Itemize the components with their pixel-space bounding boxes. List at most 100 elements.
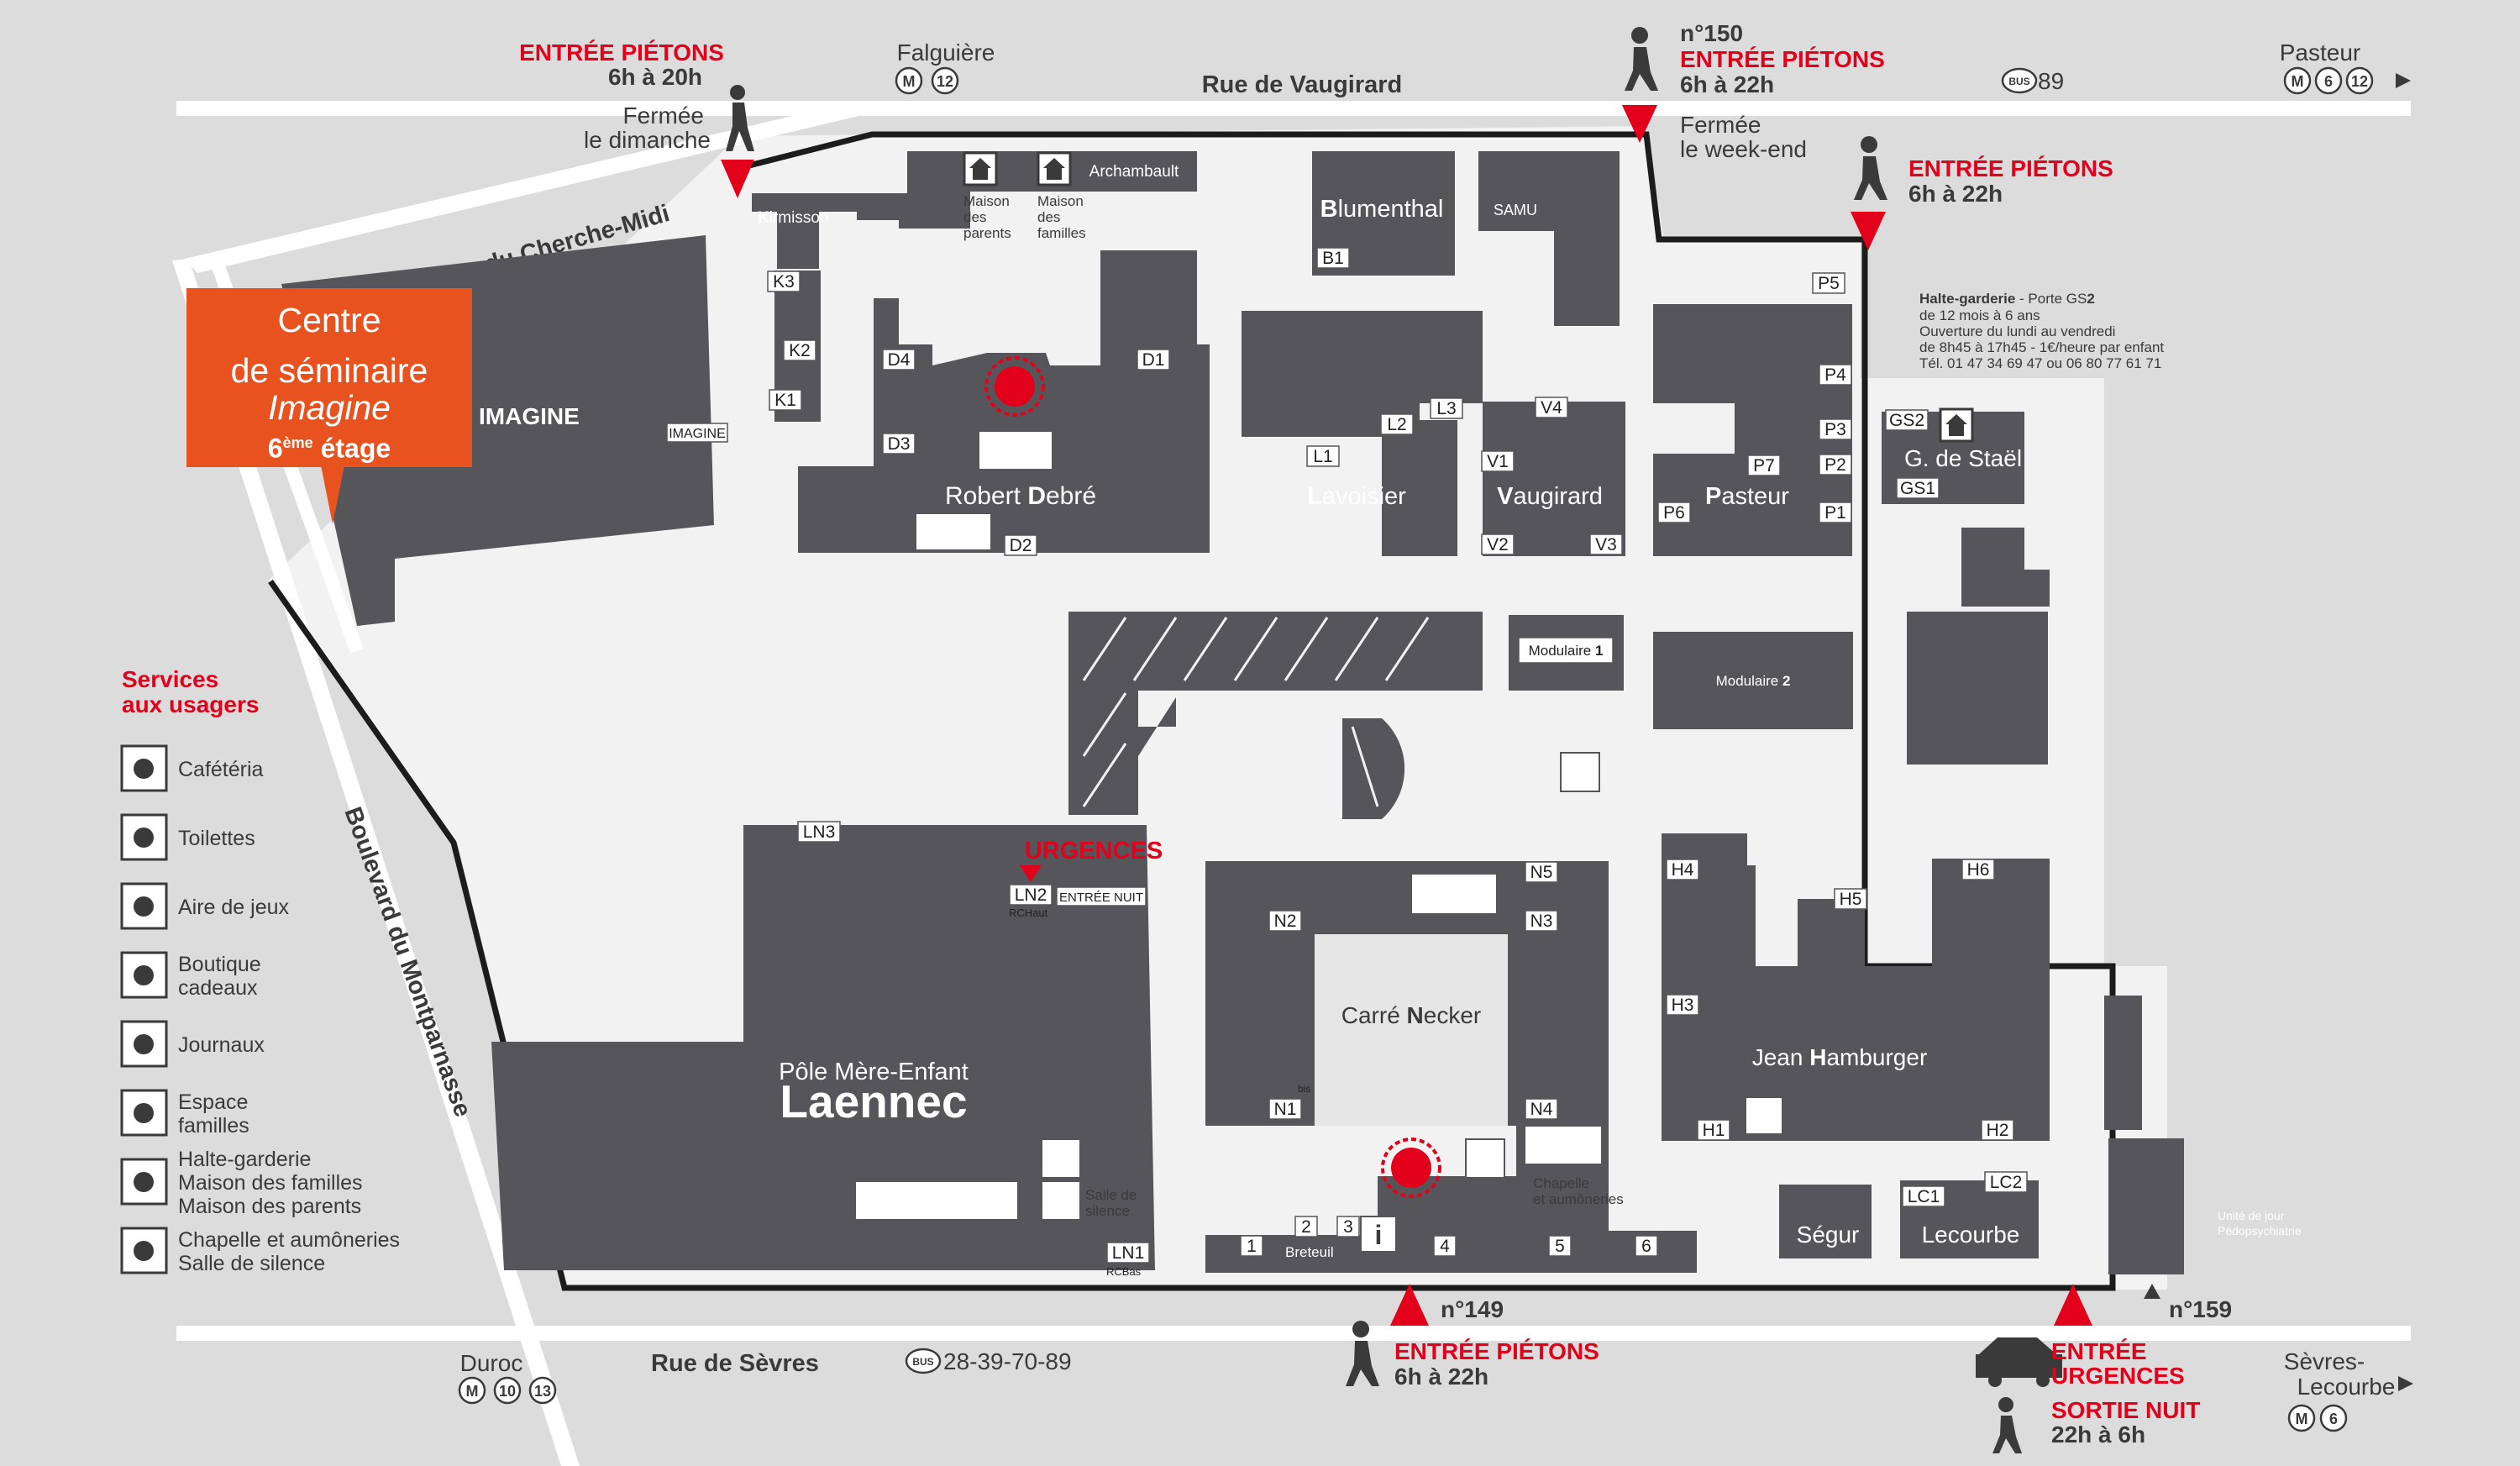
newspaper-icon-glyph bbox=[134, 1034, 154, 1054]
legend-item-label: cadeaux bbox=[178, 976, 258, 1000]
door-label-l2: L2 bbox=[1380, 413, 1414, 435]
svg-text:6: 6 bbox=[1641, 1237, 1651, 1256]
door-label-ln1: LN1 bbox=[1106, 1242, 1150, 1264]
door-label-p2: P2 bbox=[1819, 454, 1852, 476]
se-entrance-title1: ENTRÉE bbox=[2051, 1338, 2147, 1364]
n150-entrance-note2: le week-end bbox=[1680, 136, 1807, 162]
svg-text:H4: H4 bbox=[1672, 860, 1694, 880]
building-segur[interactable] bbox=[1779, 1185, 1872, 1258]
s149-entrance-arrow[interactable] bbox=[1390, 1284, 1429, 1326]
n150-entrance-note1: Fermée bbox=[1680, 112, 1761, 138]
door-label-h6: H6 bbox=[1961, 859, 1995, 880]
callout-floor-end: étage bbox=[312, 433, 391, 464]
door-label-p3: P3 bbox=[1819, 418, 1852, 440]
street-sevres[interactable] bbox=[176, 1326, 2411, 1341]
building-east-block[interactable] bbox=[1907, 612, 2048, 765]
bus-stop-sevres[interactable]: BUS 28-39-70-89 bbox=[905, 1348, 1072, 1374]
imagine-tag-label bbox=[666, 423, 728, 443]
callout-line2: de séminaire bbox=[230, 351, 428, 390]
building-southeast-thin[interactable] bbox=[2104, 996, 2142, 1130]
building-pasteur[interactable] bbox=[1653, 304, 1852, 556]
carre-necker-courtyard[interactable] bbox=[1315, 934, 1508, 1126]
transit-sevres-lecourbe[interactable]: Sèvres- Lecourbe M 6 bbox=[2284, 1348, 2413, 1432]
gift-shop-icon bbox=[120, 951, 168, 999]
legend-item-label: Aire de jeux bbox=[178, 896, 290, 919]
door-label-1: 1 bbox=[1240, 1235, 1263, 1257]
building-jean-hamburger[interactable] bbox=[1662, 833, 2050, 1141]
building-central-block[interactable] bbox=[1068, 612, 1483, 815]
svg-text:LN3: LN3 bbox=[803, 822, 836, 842]
seminar-center-callout[interactable]: Centre de séminaire Imagine 6ème étage bbox=[186, 288, 472, 467]
se-entrance-arrow[interactable] bbox=[2054, 1284, 2092, 1326]
n150-entrance-hours: 6h à 22h bbox=[1680, 71, 1774, 97]
pedestrian-icon bbox=[1625, 27, 1658, 91]
nw-entrance-arrow[interactable] bbox=[721, 160, 754, 198]
callout-line3: Imagine bbox=[268, 388, 391, 427]
svg-text:P4: P4 bbox=[1824, 365, 1846, 385]
building-kirmisson[interactable] bbox=[752, 151, 1197, 269]
door-label-d3: D3 bbox=[882, 433, 916, 455]
building-lavoisier[interactable] bbox=[1242, 311, 1483, 556]
svg-text:V2: V2 bbox=[1487, 535, 1509, 554]
debre-cafe-press bbox=[915, 512, 992, 551]
building-laennec[interactable] bbox=[491, 825, 1155, 1270]
svg-text:LC1: LC1 bbox=[1908, 1187, 1940, 1206]
reception-point-debre[interactable] bbox=[984, 356, 1045, 417]
reception-point-necker[interactable] bbox=[1381, 1138, 1441, 1198]
ne-entrance-arrow[interactable] bbox=[1851, 212, 1886, 250]
n1-bis-label: bis bbox=[1298, 1083, 1310, 1095]
door-label-p4: P4 bbox=[1819, 364, 1852, 386]
door-label-k2: K2 bbox=[783, 339, 816, 361]
n150-entrance-arrow[interactable] bbox=[1622, 105, 1657, 143]
pedestrian-icon bbox=[726, 85, 754, 151]
door-label-n1: N1 bbox=[1268, 1098, 1302, 1120]
svg-text:N5: N5 bbox=[1530, 863, 1553, 882]
transit-duroc[interactable]: Duroc M 10 13 bbox=[458, 1350, 557, 1405]
door-label-k1: K1 bbox=[769, 389, 802, 411]
metro-icon-letter: M bbox=[466, 1383, 479, 1400]
n150-number: n°150 bbox=[1680, 20, 1743, 46]
street-montparnasse[interactable] bbox=[172, 259, 580, 1466]
laennec-chapel-marker bbox=[1041, 1180, 1081, 1221]
building-modulaire-2[interactable] bbox=[1653, 632, 1853, 729]
callout-pointer bbox=[321, 465, 344, 524]
sevres-lecourbe-label2: Lecourbe bbox=[2297, 1374, 2396, 1400]
samu-label: SAMU bbox=[1494, 202, 1537, 218]
n159-arrow[interactable] bbox=[2144, 1284, 2160, 1299]
street-cherche-midi[interactable] bbox=[185, 101, 869, 273]
transit-pasteur[interactable]: Pasteur M 6 12 bbox=[2280, 39, 2411, 95]
building-samu[interactable] bbox=[1478, 151, 1620, 326]
halte-garderie-info: Halte-garderie - Porte GS2 bbox=[1919, 291, 2095, 307]
gift-shop-icon-glyph bbox=[134, 965, 154, 985]
urgences-arrow[interactable] bbox=[1020, 865, 1042, 882]
vaugirard-label: Vaugirard bbox=[1497, 483, 1603, 510]
s149-number: n°149 bbox=[1441, 1296, 1504, 1322]
metro-icon bbox=[458, 1376, 486, 1405]
svg-text:3: 3 bbox=[1343, 1217, 1353, 1237]
door-label-ln2: LN2 bbox=[1009, 884, 1053, 906]
building-pedopsychiatrie[interactable] bbox=[2108, 1138, 2184, 1274]
transit-falguiere[interactable]: Falguière M 12 bbox=[895, 39, 995, 95]
street-vaugirard[interactable] bbox=[176, 101, 2411, 116]
bus-stop-vaugirard[interactable]: BUS 89 bbox=[2001, 67, 2064, 94]
chapel-icon bbox=[120, 1227, 168, 1274]
door-sublabels: bis RCHaut RCBas bbox=[1009, 906, 1310, 1278]
svg-text:B1: B1 bbox=[1322, 249, 1344, 268]
archambault-label: Archambault bbox=[1089, 163, 1179, 181]
pasteur-label: Pasteur bbox=[1705, 483, 1789, 510]
building-east-annex[interactable] bbox=[1961, 528, 2050, 607]
door-label-ln3: LN3 bbox=[797, 821, 841, 843]
svg-text:L1: L1 bbox=[1313, 447, 1332, 466]
svg-text:K2: K2 bbox=[789, 341, 811, 360]
metro-line-badge bbox=[2319, 1404, 2348, 1432]
info-icon[interactable] bbox=[1360, 1216, 1397, 1253]
metro-line-number: 6 bbox=[2324, 73, 2333, 90]
legend-item-label: Maison des parents bbox=[178, 1195, 361, 1218]
metro-icon bbox=[2283, 66, 2312, 95]
laennec-subtitle: Pôle Mère-Enfant bbox=[779, 1059, 969, 1085]
building-vaugirard[interactable] bbox=[1483, 402, 1625, 556]
